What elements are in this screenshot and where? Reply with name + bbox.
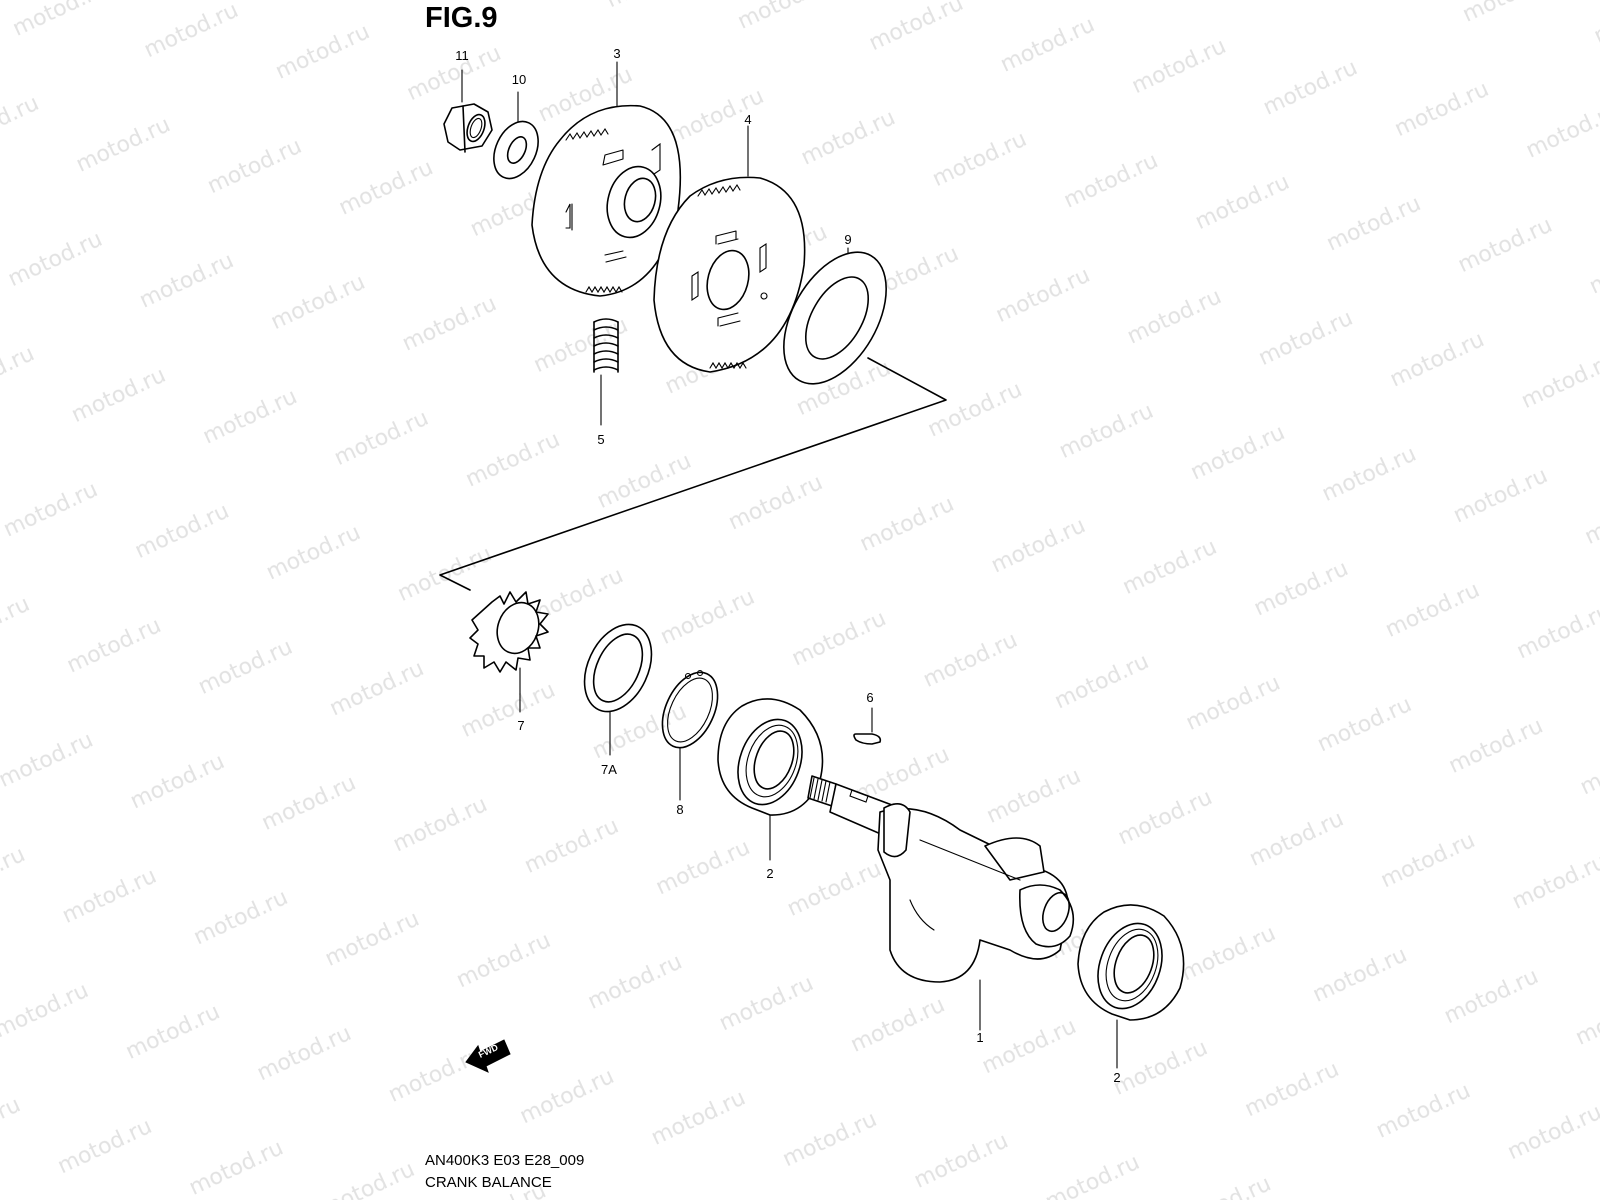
part-5-spring[interactable] [593, 318, 619, 426]
callout-7a: 7A [601, 762, 617, 777]
part-8-circlip[interactable] [651, 664, 728, 801]
part-4-driven-gear[interactable] [653, 125, 806, 373]
part-11-flange-nut[interactable] [443, 69, 493, 153]
part-6-key[interactable] [853, 707, 882, 745]
part-1-balancer-shaft[interactable] [807, 775, 1075, 1031]
callout-5: 5 [597, 432, 605, 447]
part-3-drive-gear[interactable] [531, 61, 682, 297]
assembly-leader-line [439, 357, 947, 591]
part-9-thrust-washer[interactable] [763, 235, 908, 402]
callout-11: 11 [455, 48, 469, 63]
callout-1: 1 [976, 1030, 984, 1045]
callout-4: 4 [744, 112, 752, 127]
part-2-bearing-left[interactable] [717, 698, 824, 861]
figure-title: FIG.9 [425, 2, 498, 34]
callout-8: 8 [676, 802, 684, 817]
callout-6: 6 [866, 690, 874, 705]
section-name: CRANK BALANCE [425, 1174, 552, 1191]
forward-direction-arrow [465, 1039, 511, 1073]
callout-2-right: 2 [1113, 1070, 1121, 1085]
callout-2-left: 2 [766, 866, 774, 881]
part-7-lock-washer[interactable] [469, 591, 549, 713]
part-7a-washer[interactable] [571, 614, 664, 756]
part-2-bearing-right[interactable] [1077, 904, 1185, 1069]
model-code: AN400K3 E03 E28_009 [425, 1152, 585, 1169]
part-10-washer[interactable] [485, 91, 547, 186]
callout-3: 3 [613, 46, 621, 61]
callout-7: 7 [517, 718, 525, 733]
callout-9: 9 [844, 232, 852, 247]
callout-10: 10 [511, 72, 527, 87]
